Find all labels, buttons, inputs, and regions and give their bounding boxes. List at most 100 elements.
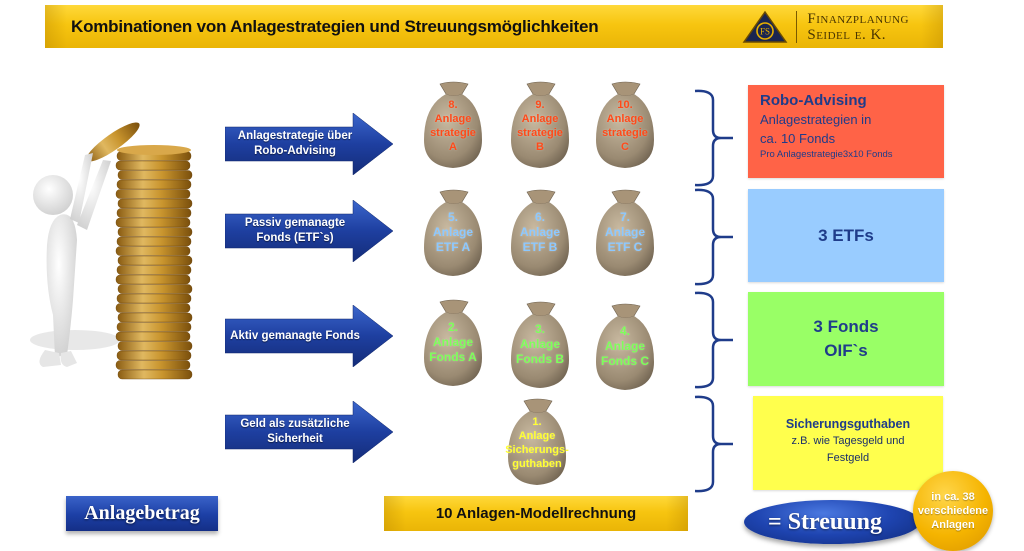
coin xyxy=(117,170,193,180)
logo-monogram: FS xyxy=(760,26,770,36)
sack-label-line: 10. xyxy=(617,99,633,111)
coin xyxy=(115,189,191,199)
coin xyxy=(116,265,192,275)
coin xyxy=(115,303,191,313)
sack-label-line: Fonds C xyxy=(601,354,649,368)
arrow-label-line: Anlagestrategie über xyxy=(237,130,353,142)
curly-brace-icon xyxy=(694,89,733,187)
sack-label-line: Anlage xyxy=(604,339,645,353)
sack-label-line: Sicherungs- xyxy=(505,444,569,456)
sack-label-line: 4. xyxy=(619,324,630,338)
sack-label-line: 3. xyxy=(534,322,545,336)
coin xyxy=(116,350,192,361)
coin xyxy=(115,331,191,342)
box-line: ca. 10 Fonds xyxy=(760,131,836,146)
curly-brace-icon xyxy=(694,395,733,493)
sack-label-line: 2. xyxy=(447,320,458,334)
coin xyxy=(115,246,191,256)
sack-label-line: ETF B xyxy=(522,240,558,254)
arrow-label-line: Sicherheit xyxy=(267,433,323,445)
company-logo: FS Finanzplanung Seidel e. K. xyxy=(742,7,909,46)
coin xyxy=(116,208,192,218)
box-title: Robo-Advising xyxy=(760,92,867,109)
coin xyxy=(115,274,191,285)
arrow-right-icon xyxy=(225,200,394,262)
coin xyxy=(115,360,191,370)
coin xyxy=(117,198,193,209)
arrow-label-line: Robo-Advising xyxy=(254,145,336,157)
coin xyxy=(117,227,193,237)
arrow-right-icon xyxy=(225,305,394,367)
sack-label-line: ETF A xyxy=(435,240,471,254)
coin xyxy=(115,217,191,228)
arrow-label-line: Fonds (ETF`s) xyxy=(256,232,334,244)
arrow-right-icon xyxy=(225,401,394,463)
money-sack-icon xyxy=(596,303,654,390)
sack-label-line: Fonds B xyxy=(516,352,564,366)
sack-label-line: A xyxy=(449,141,457,153)
sack-label-line: Anlage xyxy=(604,225,645,239)
sack-label-line: Anlage xyxy=(432,335,473,349)
arrow-label-line: Aktiv gemanagte Fonds xyxy=(230,329,360,342)
logo-text: Finanzplanung Seidel e. K. xyxy=(807,11,909,43)
arrow-label: Aktiv gemanagte Fonds xyxy=(229,305,361,367)
box-title: Sicherungsguthaben xyxy=(785,417,911,431)
model-calculation-banner: 10 Anlagen-Modellrechnung xyxy=(384,496,688,531)
sack-label-line: guthaben xyxy=(512,458,562,470)
badge-line: Anlagen xyxy=(931,519,975,531)
sack-label-line: Anlage xyxy=(434,113,472,125)
logo-line-1: Finanzplanung xyxy=(807,10,909,27)
arrow-label-line: Passiv gemanagte xyxy=(244,217,346,229)
coin-stack xyxy=(115,145,193,380)
model-calculation-label: 10 Anlagen-Modellrechnung xyxy=(435,505,637,522)
person-stacking-coins-icon xyxy=(30,122,193,380)
badge-line: in ca. 38 xyxy=(931,491,975,503)
box-line: Pro Anlagestrategie3x10 Fonds xyxy=(760,149,893,160)
fs-triangle-logo-icon: FS xyxy=(742,10,788,43)
sack-label-line: Anlage xyxy=(521,113,559,125)
sack-label-line: strategie xyxy=(602,127,648,139)
sack-label-line: 5. xyxy=(447,210,458,224)
info-box-etfs: 3 ETFs xyxy=(748,189,944,282)
count-badge: in ca. 38 verschiedene Anlagen xyxy=(913,471,993,551)
curly-brace-icon xyxy=(694,291,733,389)
arrow-right-icon xyxy=(225,113,394,175)
streuung-label: = Streuung xyxy=(768,508,882,535)
money-sack-icon xyxy=(511,189,569,276)
coin xyxy=(117,255,193,266)
sack-label-line: Anlage xyxy=(606,113,644,125)
money-sack-icon xyxy=(511,81,569,168)
streuung-result: = Streuung xyxy=(744,500,920,544)
money-sack-icon xyxy=(508,398,566,485)
sack-label-line: Anlage xyxy=(519,225,560,239)
logo-divider xyxy=(796,10,798,43)
money-sack-icon xyxy=(511,301,569,388)
money-sack-icon xyxy=(424,81,482,168)
coin xyxy=(117,312,193,323)
coin xyxy=(117,341,193,351)
coin xyxy=(115,160,191,171)
box-line: 3 Fonds xyxy=(813,317,879,336)
money-sack-icon xyxy=(424,189,482,276)
sack-label-line: B xyxy=(536,141,544,153)
box-line: Anlagestrategien in xyxy=(760,112,872,127)
